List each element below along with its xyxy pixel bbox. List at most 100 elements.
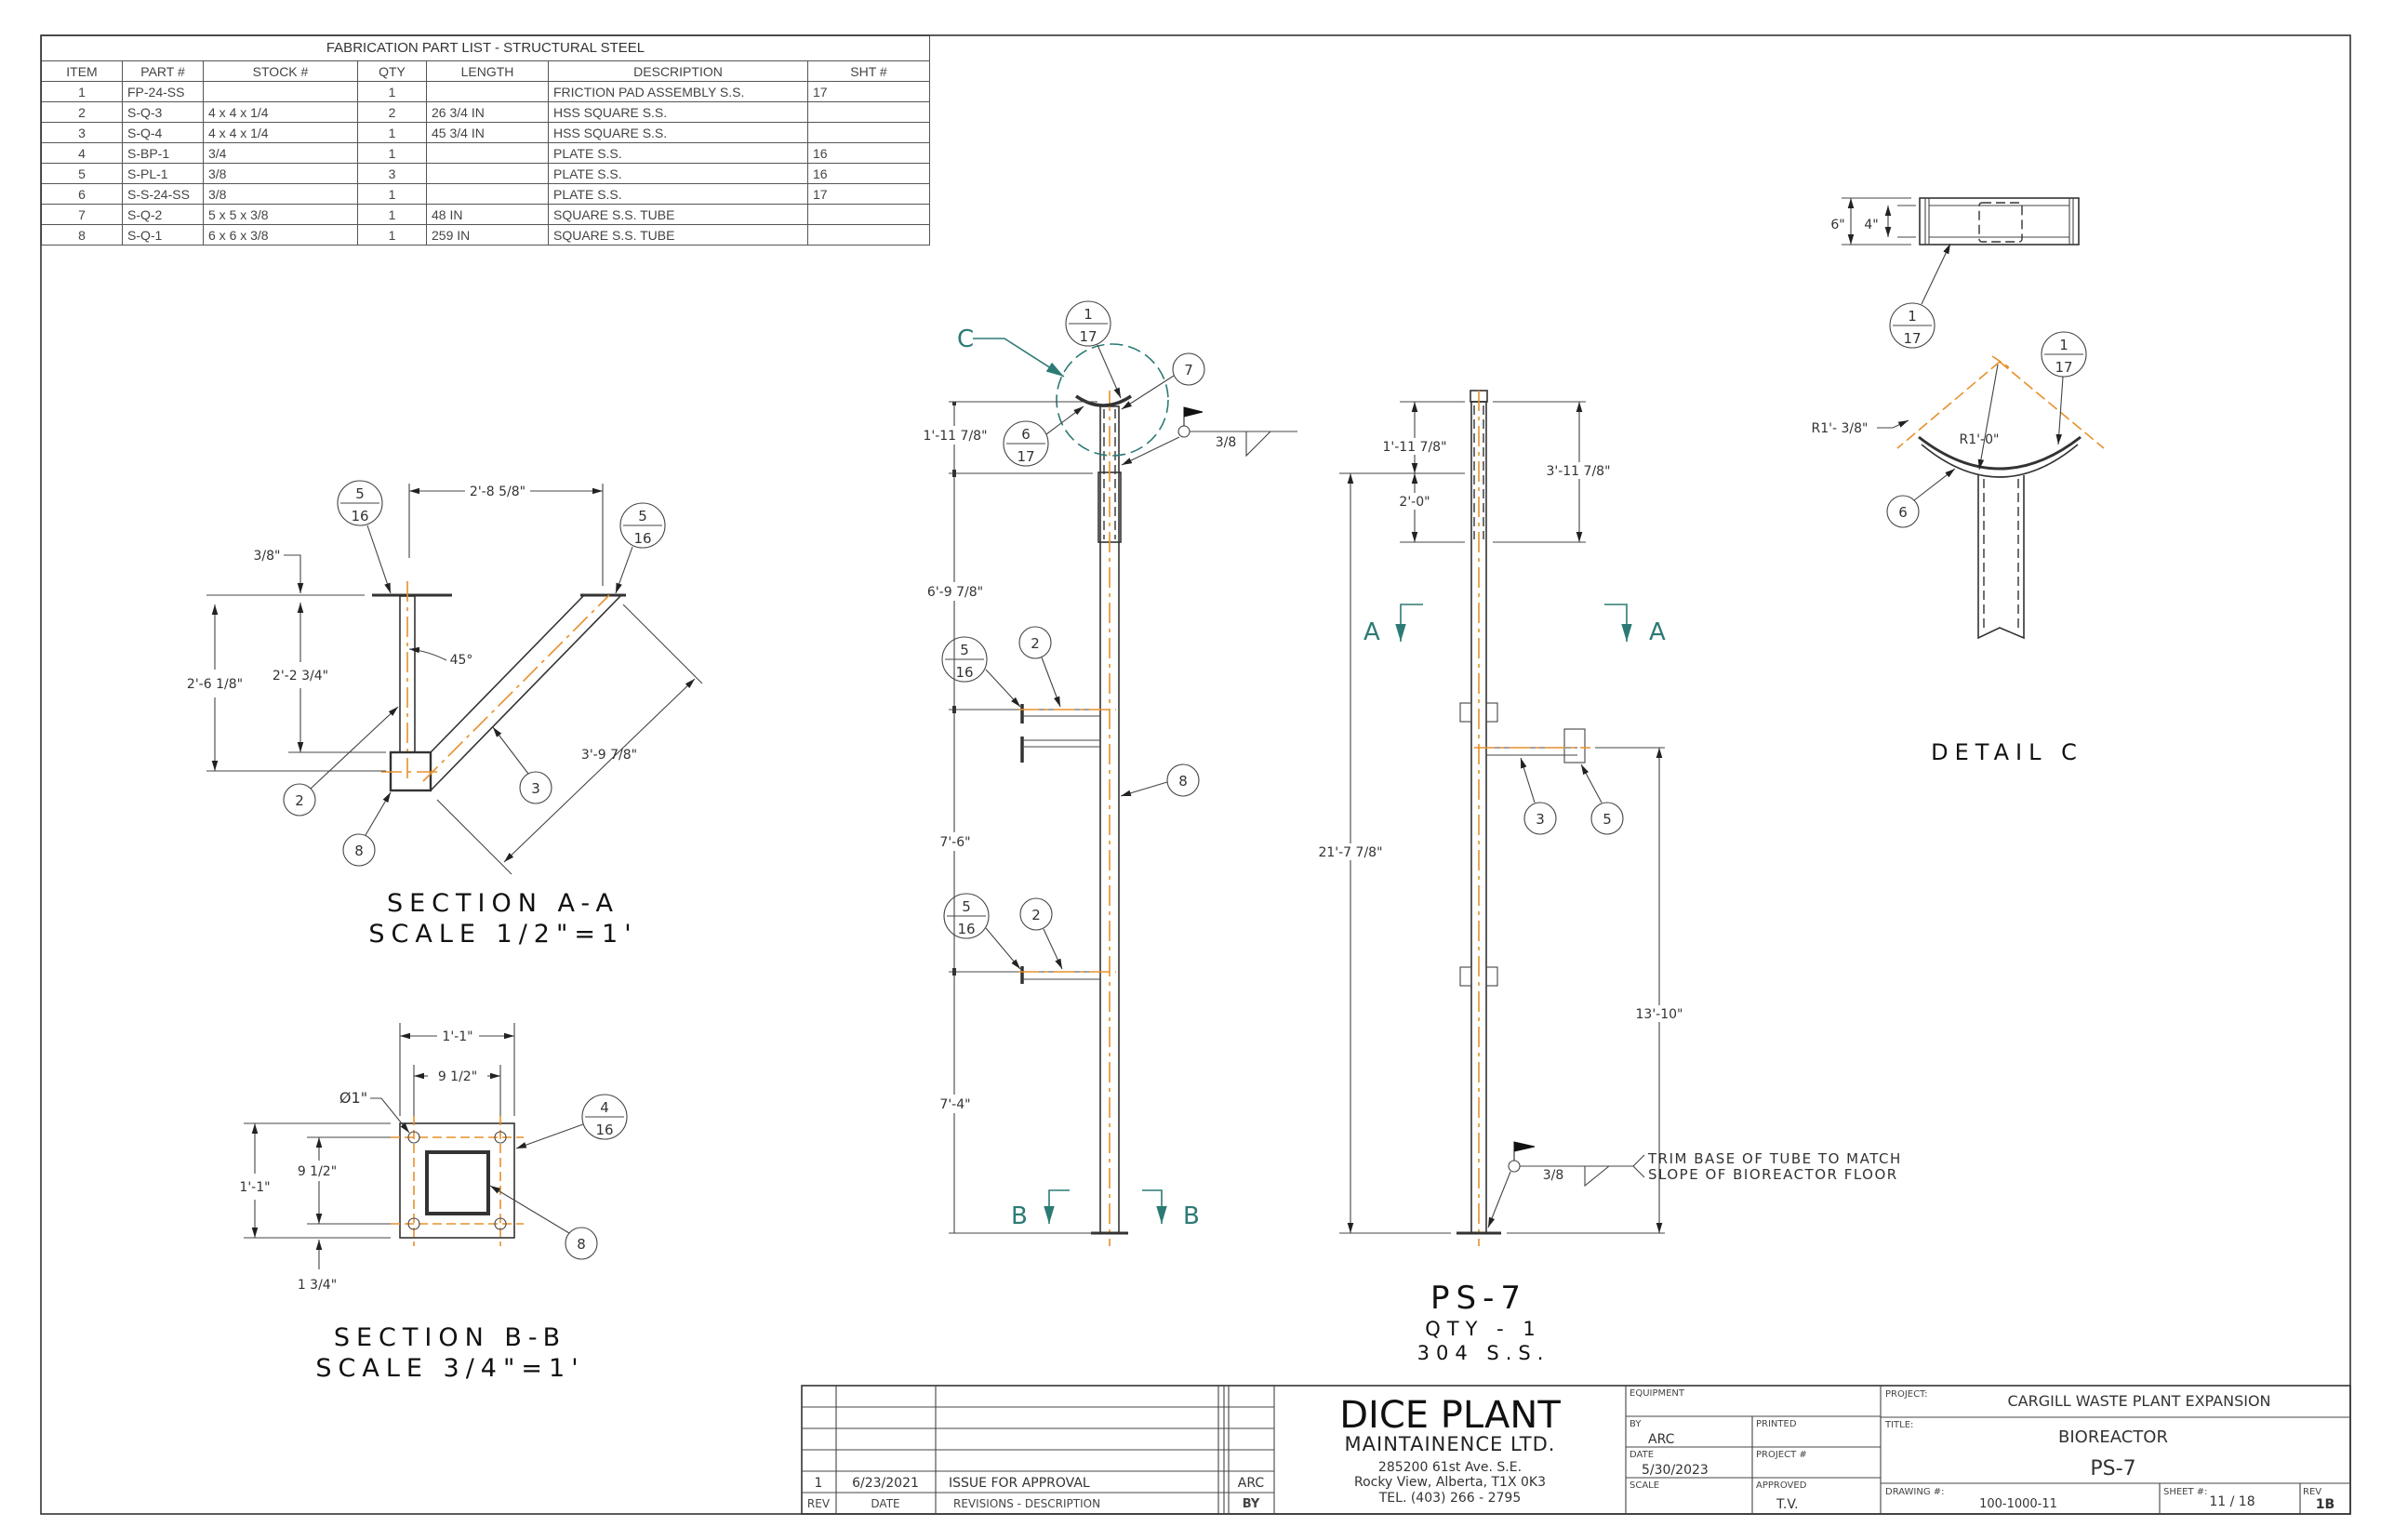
bolt-hole [407,1217,420,1230]
rev-label: REV [2303,1487,2321,1497]
item-balloon: 6 [1886,495,1920,528]
detail-c-view: 6" 4" 117 R1'- 3/8" R1'-0" 117 6 DETAIL … [1812,197,2105,765]
svg-text:8: 8 [1178,773,1188,790]
dim-bolt-spacing: 9 1/2" [438,1069,477,1084]
svg-text:6: 6 [1021,426,1031,443]
detail-c-callout-circle [1056,343,1169,457]
svg-text:1: 1 [2059,337,2068,353]
date-label: DATE [1629,1450,1654,1460]
arm-tube [1022,971,1100,980]
dim-segment: 6'-9 7/8" [927,585,983,600]
brace-tube [1486,747,1577,756]
rev-number: 1 [815,1476,823,1491]
side-elevation-view: 1'-11 7/8" 2'-0" 3'-11 7/8" 21'-7 7/8" 1… [1309,390,1902,1364]
bolt-hole [407,1131,420,1144]
svg-text:1: 1 [1084,306,1093,323]
dim-plate-width: 1'-1" [442,1029,472,1044]
dim-hole-diameter: Ø1" [339,1089,367,1107]
dim-outer: 6" [1830,218,1844,232]
dim-segment: 7'-6" [939,835,970,850]
svg-text:16: 16 [633,530,651,547]
item-balloon: 3 [1523,802,1557,835]
section-bb-scale: SCALE 3/4"=1' [315,1354,584,1383]
detail-c-label: C [957,325,974,353]
section-a-label-right: A [1649,618,1666,646]
item-balloon: 2 [283,783,316,816]
by-header: BY [1243,1497,1260,1511]
clip-plate [1485,966,1498,987]
svg-text:5: 5 [638,508,647,524]
section-a-label-left: A [1363,618,1380,646]
weld-balloon: 516 [941,636,988,683]
drawn-by: ARC [1648,1432,1675,1447]
saddle-plate [1075,394,1132,407]
bolt-hole [494,1217,507,1230]
cell: 259 IN [426,224,549,246]
sheet-label: SHEET #: [2163,1487,2208,1497]
dim-bolt-spacing-vertical: 9 1/2" [298,1164,337,1179]
cell: 26 3/4 IN [426,101,549,123]
title-label: TITLE: [1884,1420,1913,1430]
section-aa-scale: SCALE 1/2"=1' [368,920,637,949]
cell: S-Q-4 [122,122,204,143]
svg-text:2: 2 [295,792,304,809]
drawing-number: 100-1000-11 [1979,1497,2057,1511]
approved-label: APPROVED [1756,1480,1807,1491]
project-name: CARGILL WASTE PLANT EXPANSION [2007,1392,2270,1410]
project-label: PROJECT: [1885,1389,1927,1400]
item-balloon: 8 [565,1227,598,1260]
section-aa-view: 2'-8 5/8" 2'-6 1/8" 2'-2 3/4" 3/8" 45° 3… [187,480,703,949]
svg-text:8: 8 [577,1236,586,1253]
field-weld-symbol [1508,1160,1521,1173]
cell: 5 x 5 x 3/8 [203,204,358,225]
approved-by: T.V. [1776,1497,1799,1512]
clip-plate [1459,702,1472,723]
weld-size: 3/8 [1543,1168,1564,1183]
printed-label: PRINTED [1756,1419,1797,1429]
dim-segment: 7'-4" [939,1097,970,1112]
dim-width: 2'-8 5/8" [470,485,525,499]
drawing-title-1: BIOREACTOR [2058,1427,2168,1447]
dim-sleeve: 2'-0" [1399,495,1430,510]
detail-balloon: 117 [1889,302,1935,349]
section-aa-title: SECTION A-A [387,889,619,918]
revision: 1B [2316,1497,2334,1512]
company-name: DICE PLANT [1339,1394,1561,1437]
column-header: ITEM [41,60,123,82]
company-address-2: Rocky View, Alberta, T1X 0K3 [1354,1475,1546,1490]
svg-text:1: 1 [1908,308,1917,325]
field-weld-symbol [1177,425,1190,438]
project-number-label: PROJECT # [1756,1450,1807,1460]
table-header-row: ITEM PART # STOCK # QTY LENGTH DESCRIPTI… [41,60,930,82]
svg-text:5: 5 [962,898,971,915]
weld-balloon: 516 [337,480,383,526]
svg-text:16: 16 [595,1122,613,1138]
view-qty: QTY - 1 [1425,1318,1541,1340]
arm-tube [1022,709,1100,748]
weld-balloon: 516 [619,502,666,549]
item-balloon: 3 [519,771,552,804]
drawing-date: 5/30/2023 [1642,1463,1709,1478]
dim-inner-radius: R1'-0" [1960,432,2000,447]
cell: SQUARE S.S. TUBE [548,204,808,225]
section-b-label-left: B [1011,1202,1028,1230]
dim-plate: 3/8" [254,549,281,564]
dim-plate-height: 1'-1" [239,1180,270,1195]
svg-text:4: 4 [600,1099,609,1116]
svg-text:16: 16 [955,664,973,681]
note-line-1: TRIM BASE OF TUBE TO MATCH [1647,1150,1902,1167]
cell: 4 x 4 x 1/4 [203,101,358,123]
svg-text:16: 16 [957,921,975,937]
svg-text:17: 17 [2055,359,2072,376]
cell: S-S-24-SS [122,183,204,205]
item-balloon: 7 [1172,352,1205,386]
cell: 17 [807,183,930,205]
sheet-border [40,34,2351,1515]
svg-text:17: 17 [1079,328,1097,345]
svg-text:2: 2 [1031,635,1040,652]
item-balloon: 2 [1019,897,1053,931]
